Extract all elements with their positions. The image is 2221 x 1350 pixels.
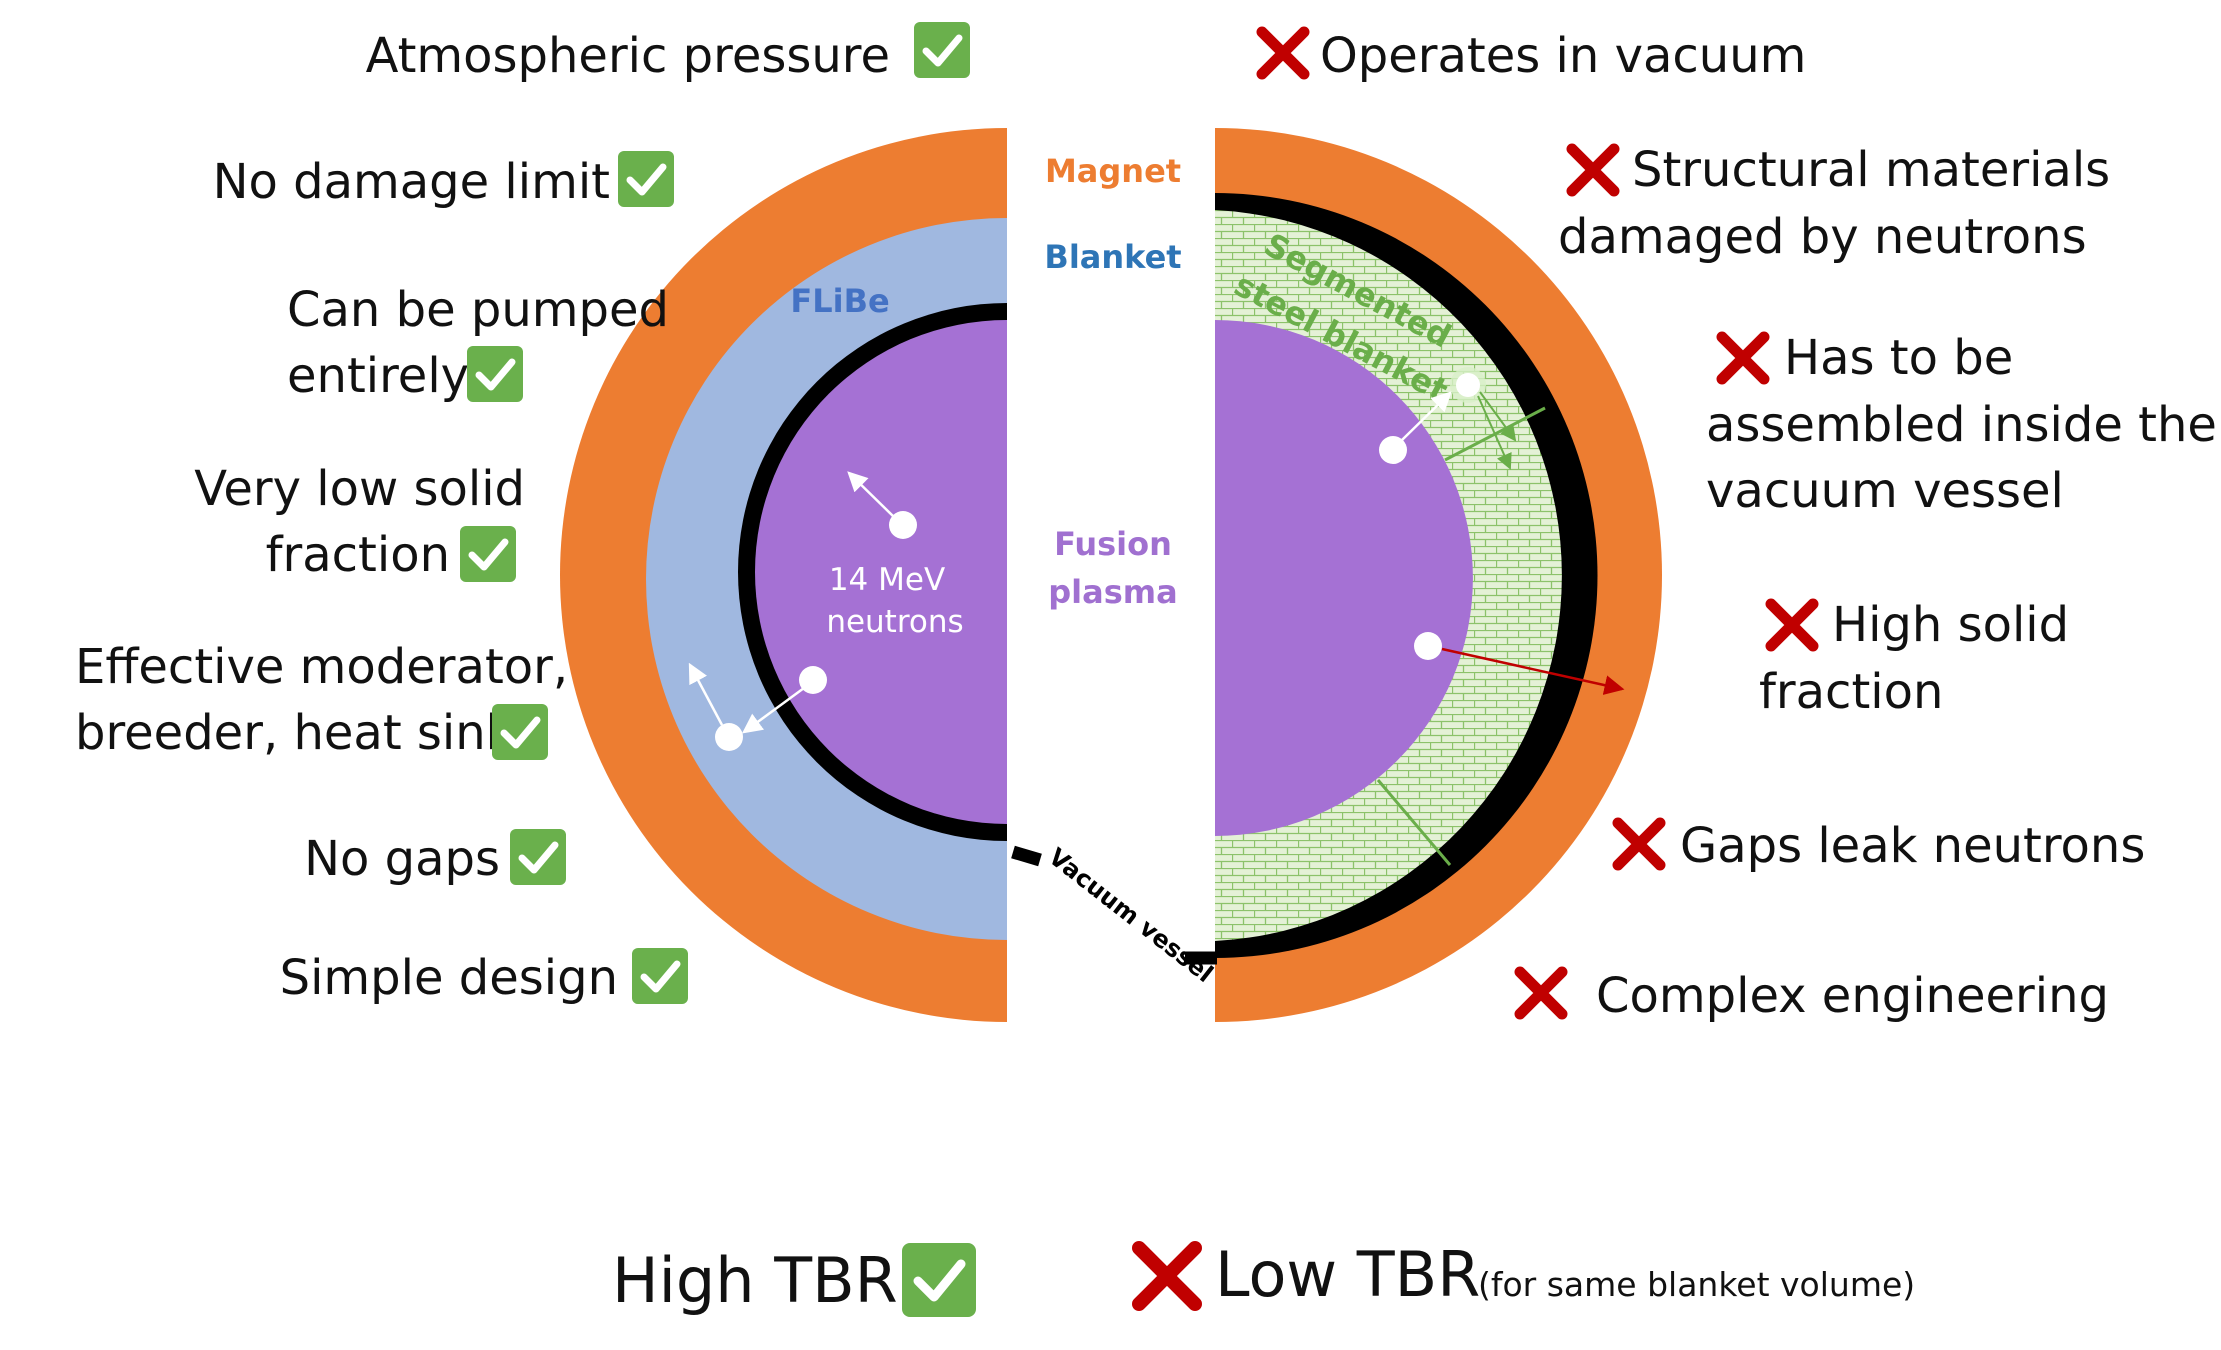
neutrons-label-line1: 14 MeV xyxy=(829,562,945,598)
neutron-dot xyxy=(1414,632,1442,660)
pro-item-label: Simple design xyxy=(280,950,618,1006)
blanket-label: Blanket xyxy=(1044,238,1181,276)
neutron-dot xyxy=(889,511,917,539)
check-icon xyxy=(902,1243,976,1317)
leaking-neutron-arrow xyxy=(1441,647,1625,695)
con-item-label: Structural materials xyxy=(1632,142,2110,198)
flibe-label: FLiBe xyxy=(790,282,889,320)
magnet-label: Magnet xyxy=(1045,152,1181,190)
low-tbr-label: Low TBR xyxy=(1215,1238,1480,1311)
neutron-dot xyxy=(1456,373,1480,397)
check-icon xyxy=(510,829,566,885)
con-item-label: fraction xyxy=(1759,664,1943,720)
pro-item-label: fraction xyxy=(266,527,450,583)
low-tbr-note: (for same blanket volume) xyxy=(1478,1265,1915,1304)
left-half-liquid-blanket: FLiBe 14 MeV neutrons xyxy=(560,128,1007,1022)
cross-icon xyxy=(1256,26,1310,80)
pro-item-label: No gaps xyxy=(304,831,500,887)
neutron-dot xyxy=(799,666,827,694)
segment-gap-line xyxy=(1376,779,1452,866)
cons-list: Operates in vacuum Structural materials … xyxy=(1256,26,2217,1024)
neutron-arrow xyxy=(741,686,805,734)
cross-icon xyxy=(1612,817,1666,871)
pro-item-label: Atmospheric pressure xyxy=(366,28,890,84)
fusion-plasma-left xyxy=(755,320,1007,824)
pro-item-label: entirely xyxy=(287,348,469,404)
check-icon xyxy=(492,704,548,760)
pro-item-label: Can be pumped xyxy=(287,282,669,338)
cross-icon xyxy=(1566,143,1620,197)
check-icon xyxy=(467,346,523,402)
vacuum-vessel-label: Vacuum vessel xyxy=(1043,843,1218,988)
check-icon xyxy=(632,948,688,1004)
pros-list: Atmospheric pressure No damage limit Can… xyxy=(75,22,970,1006)
cross-icon xyxy=(1765,598,1819,652)
neutrons-label-line2: neutrons xyxy=(826,604,963,640)
fusion-plasma-label-line1: Fusion xyxy=(1054,525,1172,563)
cross-icon xyxy=(1132,1241,1202,1311)
con-item-label: damaged by neutrons xyxy=(1558,209,2087,265)
check-icon xyxy=(460,526,516,582)
right-half-solid-blanket: Segmented steel blanket xyxy=(1215,128,1662,1022)
neutron-dot xyxy=(715,723,743,751)
scatter-arrow xyxy=(1479,391,1517,442)
con-item-label: Gaps leak neutrons xyxy=(1680,818,2145,874)
pro-item-label: Effective moderator, xyxy=(75,639,568,695)
neutron-arrow xyxy=(847,471,895,518)
scatter-arrow xyxy=(1477,395,1512,470)
check-icon xyxy=(914,22,970,78)
con-item-label: Operates in vacuum xyxy=(1320,28,1806,84)
cross-icon xyxy=(1716,331,1770,385)
pro-item-label: No damage limit xyxy=(213,154,610,210)
fusion-plasma-label-line2: plasma xyxy=(1048,573,1177,611)
vacuum-vessel-connector xyxy=(1011,845,1042,867)
bottom-summary: High TBR Low TBR (for same blanket volum… xyxy=(612,1238,1915,1317)
con-item-label: Complex engineering xyxy=(1596,968,2109,1024)
neutron-arrow xyxy=(688,662,724,726)
neutron-dot xyxy=(1379,436,1407,464)
con-item-label: Has to be xyxy=(1784,330,2013,386)
con-item-label: High solid xyxy=(1832,597,2069,653)
con-item-label: assembled inside the xyxy=(1706,397,2217,453)
pro-item-label: breeder, heat sink xyxy=(75,705,514,761)
con-item-label: vacuum vessel xyxy=(1706,463,2064,519)
high-tbr-label: High TBR xyxy=(612,1244,898,1317)
pro-item-label: Very low solid xyxy=(194,461,525,517)
cross-icon xyxy=(1514,966,1568,1020)
fusion-plasma-right xyxy=(1215,320,1473,836)
neutron-arrow xyxy=(1401,391,1452,441)
check-icon xyxy=(618,151,674,207)
